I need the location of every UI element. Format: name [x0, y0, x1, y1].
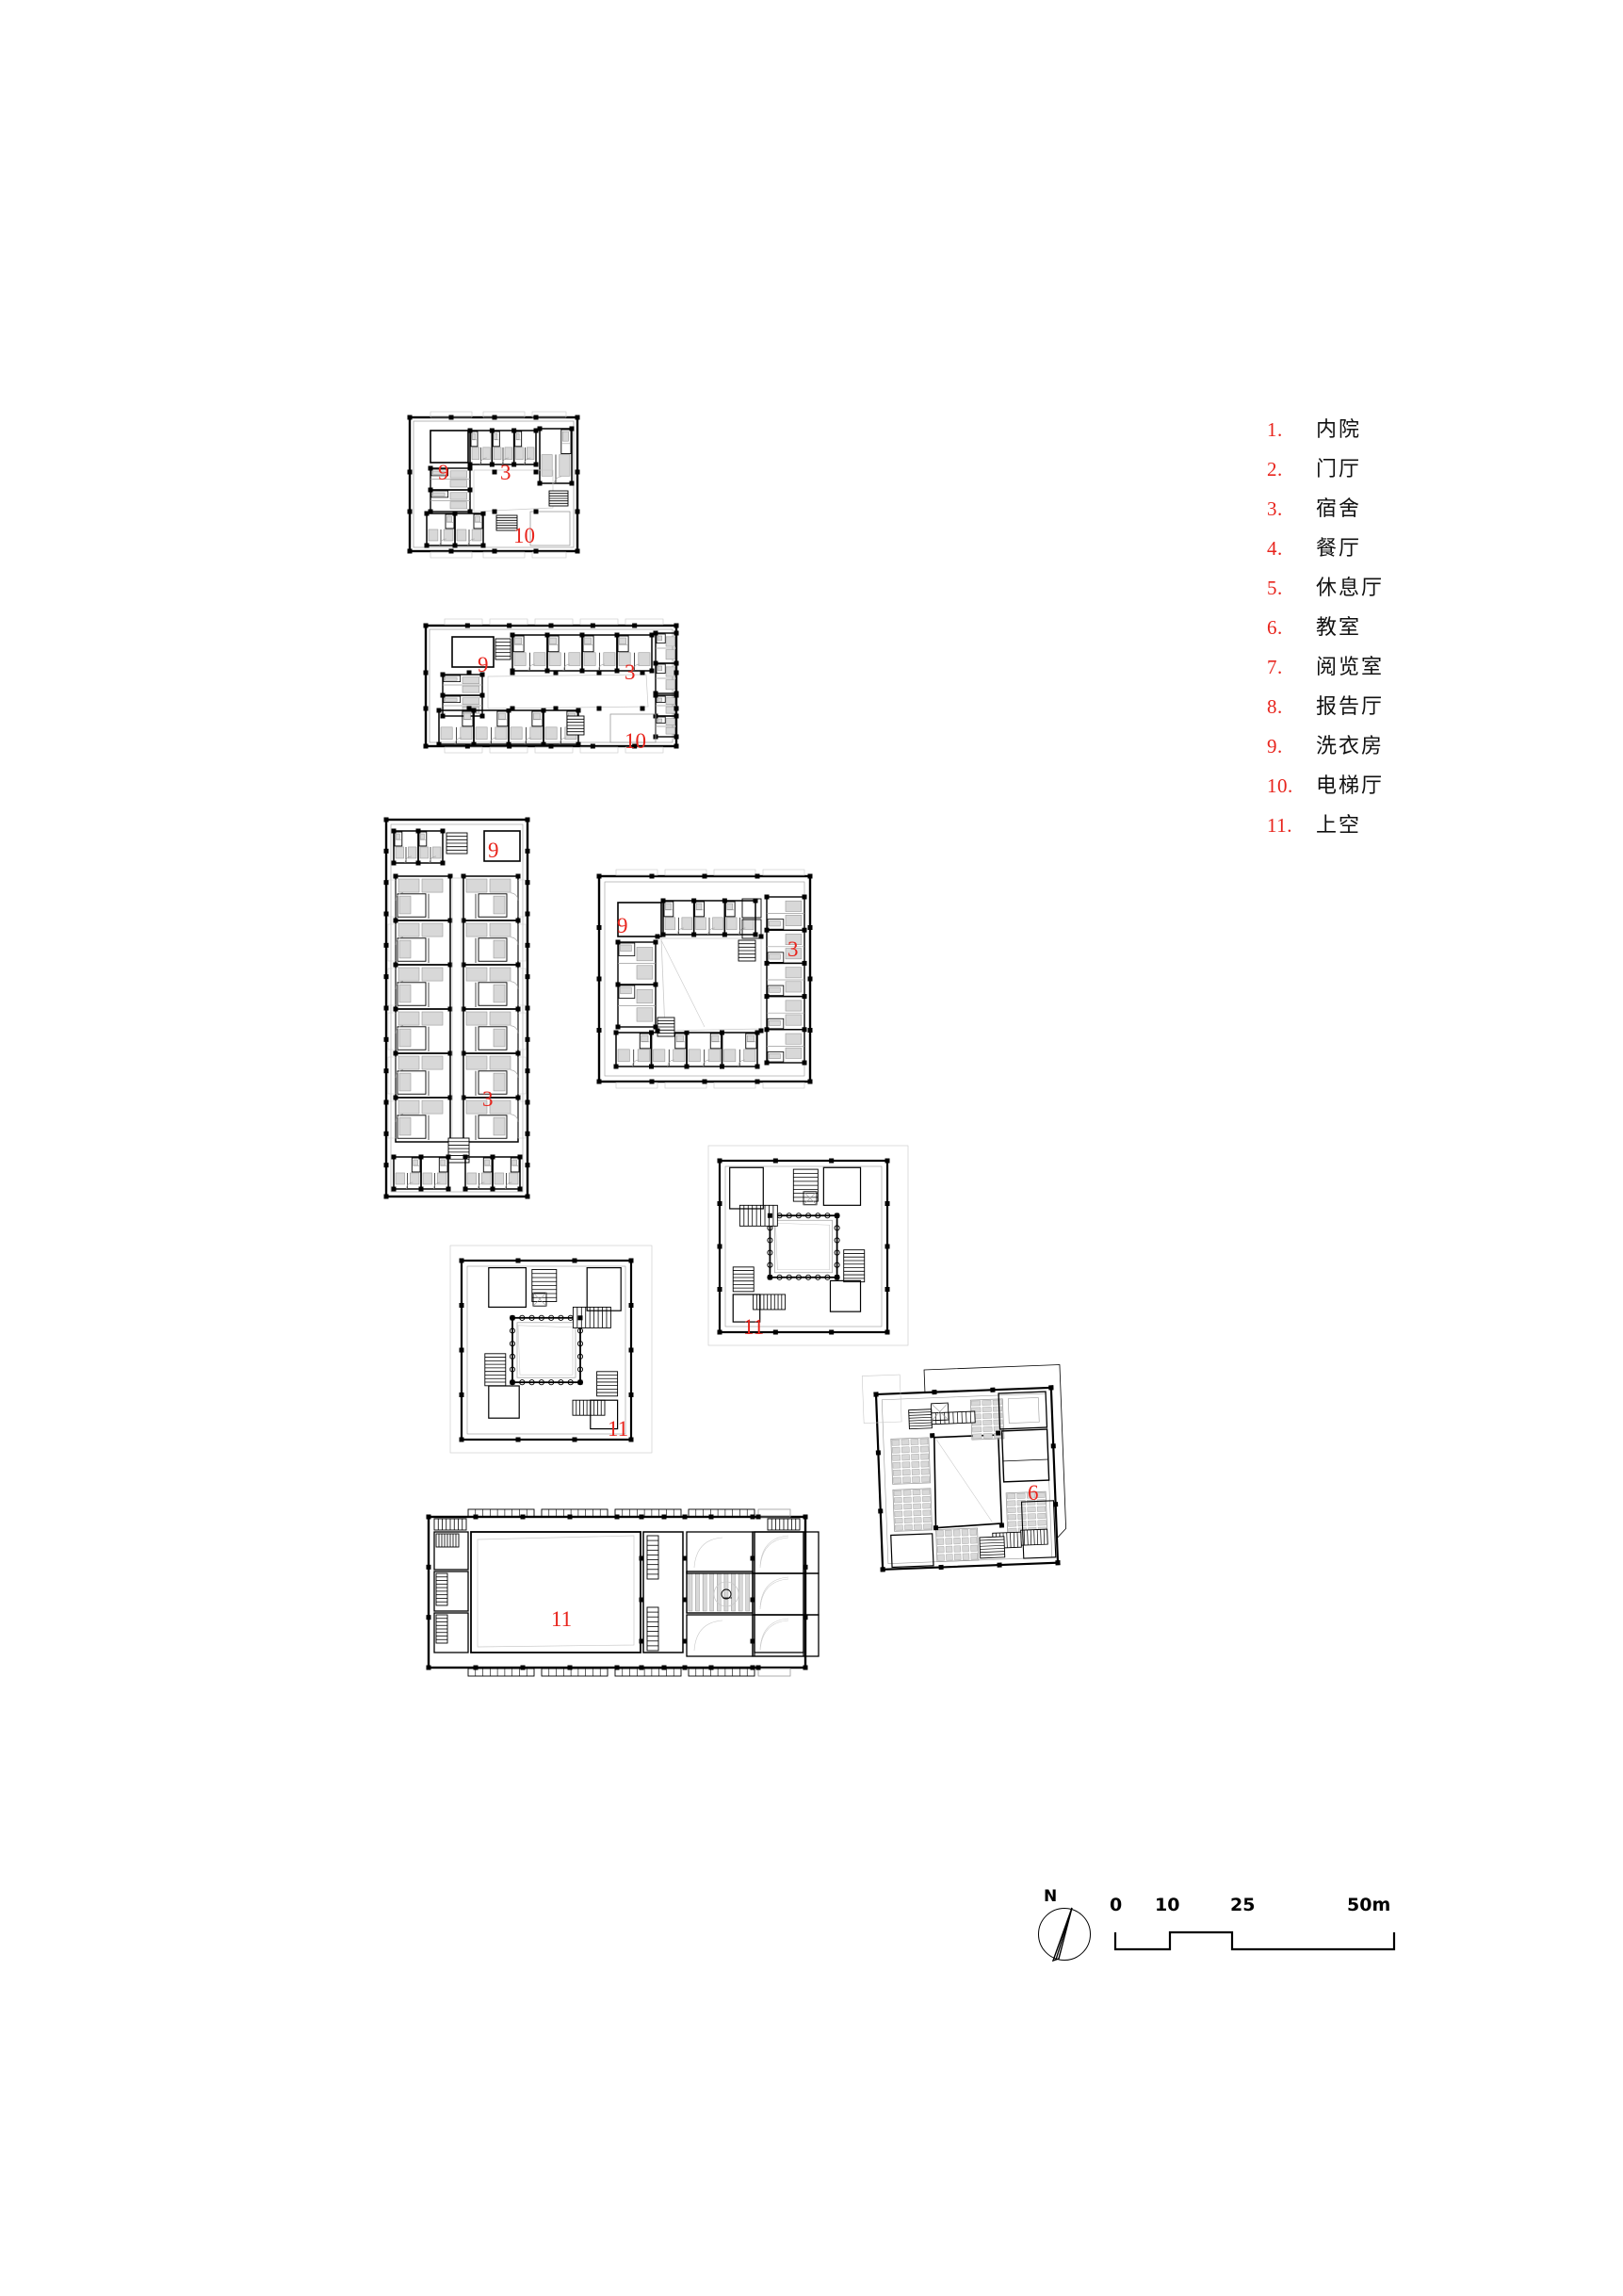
scale-and-north: N 0 10 25 50m	[1032, 1880, 1428, 1983]
legend-item: 7. 阅览室	[1267, 650, 1540, 690]
legend-label: 上空	[1316, 814, 1362, 838]
legend-label: 电梯厅	[1316, 774, 1385, 798]
legend-item: 4. 餐厅	[1267, 531, 1540, 571]
legend-number: 11.	[1267, 814, 1292, 837]
legend-item: 6. 教室	[1267, 611, 1540, 650]
legend-item: 9. 洗衣房	[1267, 729, 1540, 769]
legend-number: 7.	[1267, 656, 1283, 678]
compass-needle-icon	[1051, 1907, 1073, 1962]
scale-tick-10: 10	[1155, 1895, 1180, 1915]
compass-circle-icon	[1038, 1908, 1091, 1961]
legend: 1. 内院 2. 门厅 3. 宿舍 4. 餐厅 5. 休息厅 6. 教室 7. …	[1267, 413, 1540, 848]
legend-label: 教室	[1316, 616, 1362, 640]
legend-number: 4.	[1267, 537, 1283, 560]
north-arrow: N	[1032, 1887, 1108, 1977]
callout-9: 9	[488, 839, 499, 862]
callout-6: 6	[1028, 1481, 1039, 1505]
callout-10: 10	[513, 524, 535, 547]
callout-9: 9	[478, 653, 489, 676]
legend-item: 1. 内院	[1267, 413, 1540, 452]
callout-9: 9	[617, 914, 628, 937]
callout-11: 11	[551, 1607, 573, 1631]
north-letter: N	[1044, 1887, 1058, 1906]
legend-item: 3. 宿舍	[1267, 492, 1540, 531]
scale-tick-0: 0	[1110, 1895, 1123, 1915]
legend-item: 10. 电梯厅	[1267, 769, 1540, 808]
legend-number: 3.	[1267, 497, 1283, 520]
callout-3: 3	[482, 1087, 494, 1111]
legend-number: 8.	[1267, 695, 1283, 718]
legend-number: 5.	[1267, 577, 1283, 599]
callout-3: 3	[625, 660, 636, 684]
legend-number: 6.	[1267, 616, 1283, 639]
legend-item: 5. 休息厅	[1267, 571, 1540, 611]
legend-item: 11. 上空	[1267, 808, 1540, 848]
legend-label: 宿舍	[1316, 497, 1362, 521]
legend-label: 洗衣房	[1316, 735, 1385, 758]
legend-label: 门厅	[1316, 458, 1362, 481]
callout-11: 11	[608, 1417, 629, 1441]
scale-bar: 0 10 25 50m	[1110, 1895, 1420, 1976]
scale-bar-graphic	[1113, 1930, 1396, 1951]
legend-label: 内院	[1316, 418, 1362, 442]
legend-label: 阅览室	[1316, 656, 1385, 679]
callout-9: 9	[438, 461, 449, 484]
scale-tick-50: 50m	[1347, 1895, 1391, 1915]
legend-number: 10.	[1267, 774, 1293, 797]
legend-number: 2.	[1267, 458, 1283, 480]
legend-number: 9.	[1267, 735, 1283, 757]
callout-11: 11	[743, 1315, 765, 1339]
scale-tick-25: 25	[1230, 1895, 1256, 1915]
legend-label: 餐厅	[1316, 537, 1362, 561]
legend-number: 1.	[1267, 418, 1283, 441]
callout-3: 3	[787, 937, 799, 961]
legend-label: 报告厅	[1316, 695, 1385, 719]
legend-item: 8. 报告厅	[1267, 690, 1540, 729]
legend-item: 2. 门厅	[1267, 452, 1540, 492]
callout-3: 3	[500, 461, 511, 484]
legend-label: 休息厅	[1316, 577, 1385, 600]
callout-10: 10	[625, 729, 646, 753]
